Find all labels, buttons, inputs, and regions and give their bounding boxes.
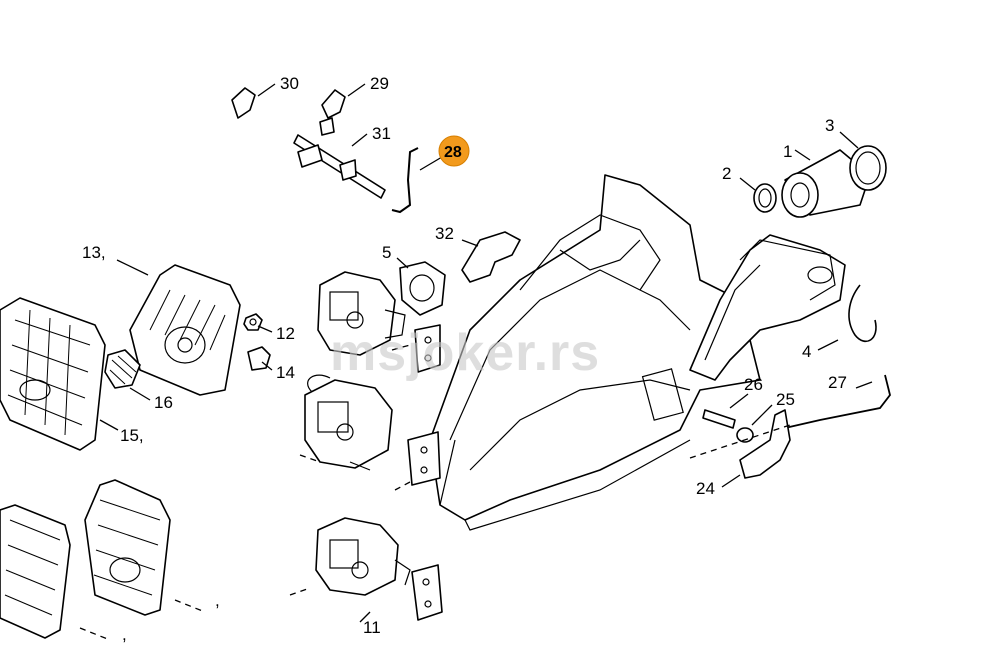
label-24: 24 [696, 479, 715, 498]
lever-32 [461, 231, 521, 283]
label-16: 16 [154, 393, 173, 412]
watermark-text: msjoker.rs [330, 324, 600, 382]
hose-clamp [849, 145, 887, 191]
air-filter-15 [0, 297, 106, 451]
label-1: 1 [783, 142, 792, 161]
comma-1: , [215, 591, 220, 610]
label-28: 28 [444, 144, 462, 161]
air-filter-13 [129, 264, 241, 396]
pin [702, 409, 736, 429]
highlight-marker [438, 135, 470, 167]
label-12: 12 [276, 324, 295, 343]
part-labels: 30 29 31 28 32 5 13, 12 14 16 15, 11 , ,… [82, 74, 847, 644]
throttle-trigger [739, 409, 791, 479]
label-3: 3 [825, 116, 834, 135]
label-4: 4 [802, 342, 811, 361]
clip-30 [231, 87, 256, 119]
spacer-lower [411, 564, 443, 621]
label-29: 29 [370, 74, 389, 93]
carburetor-upper [317, 271, 406, 356]
label-11: 11 [363, 618, 381, 637]
label-14: 14 [276, 363, 295, 382]
leader-lines [79, 83, 873, 641]
gasket-16 [104, 349, 141, 389]
label-13: 13, [82, 243, 106, 262]
carburetor-middle [304, 374, 393, 471]
label-25: 25 [776, 390, 795, 409]
label-26: 26 [744, 375, 763, 394]
rear-handle [689, 234, 846, 381]
label-31: 31 [372, 124, 391, 143]
label-32: 32 [435, 224, 454, 243]
label-30: 30 [280, 74, 299, 93]
wire-28 [391, 147, 419, 214]
nut-12 [243, 313, 263, 331]
air-filter-lower-left [0, 504, 71, 639]
rod-31 [293, 117, 386, 199]
clip-29 [321, 89, 346, 119]
gasket-5 [399, 261, 446, 316]
flange-ring [753, 183, 777, 213]
label-2: 2 [722, 164, 731, 183]
sleeve [736, 427, 754, 443]
label-27: 27 [828, 373, 847, 392]
label-15: 15, [120, 426, 144, 445]
spring-wire [848, 284, 877, 343]
main-housing [429, 174, 761, 531]
throttle-rod [784, 374, 891, 429]
air-filter-lower-right [84, 479, 171, 616]
carburetor-lower [315, 517, 411, 596]
label-5: 5 [382, 243, 391, 262]
spacer-upper [414, 324, 441, 373]
comma-2: , [122, 625, 127, 644]
spacer-middle [407, 431, 441, 486]
